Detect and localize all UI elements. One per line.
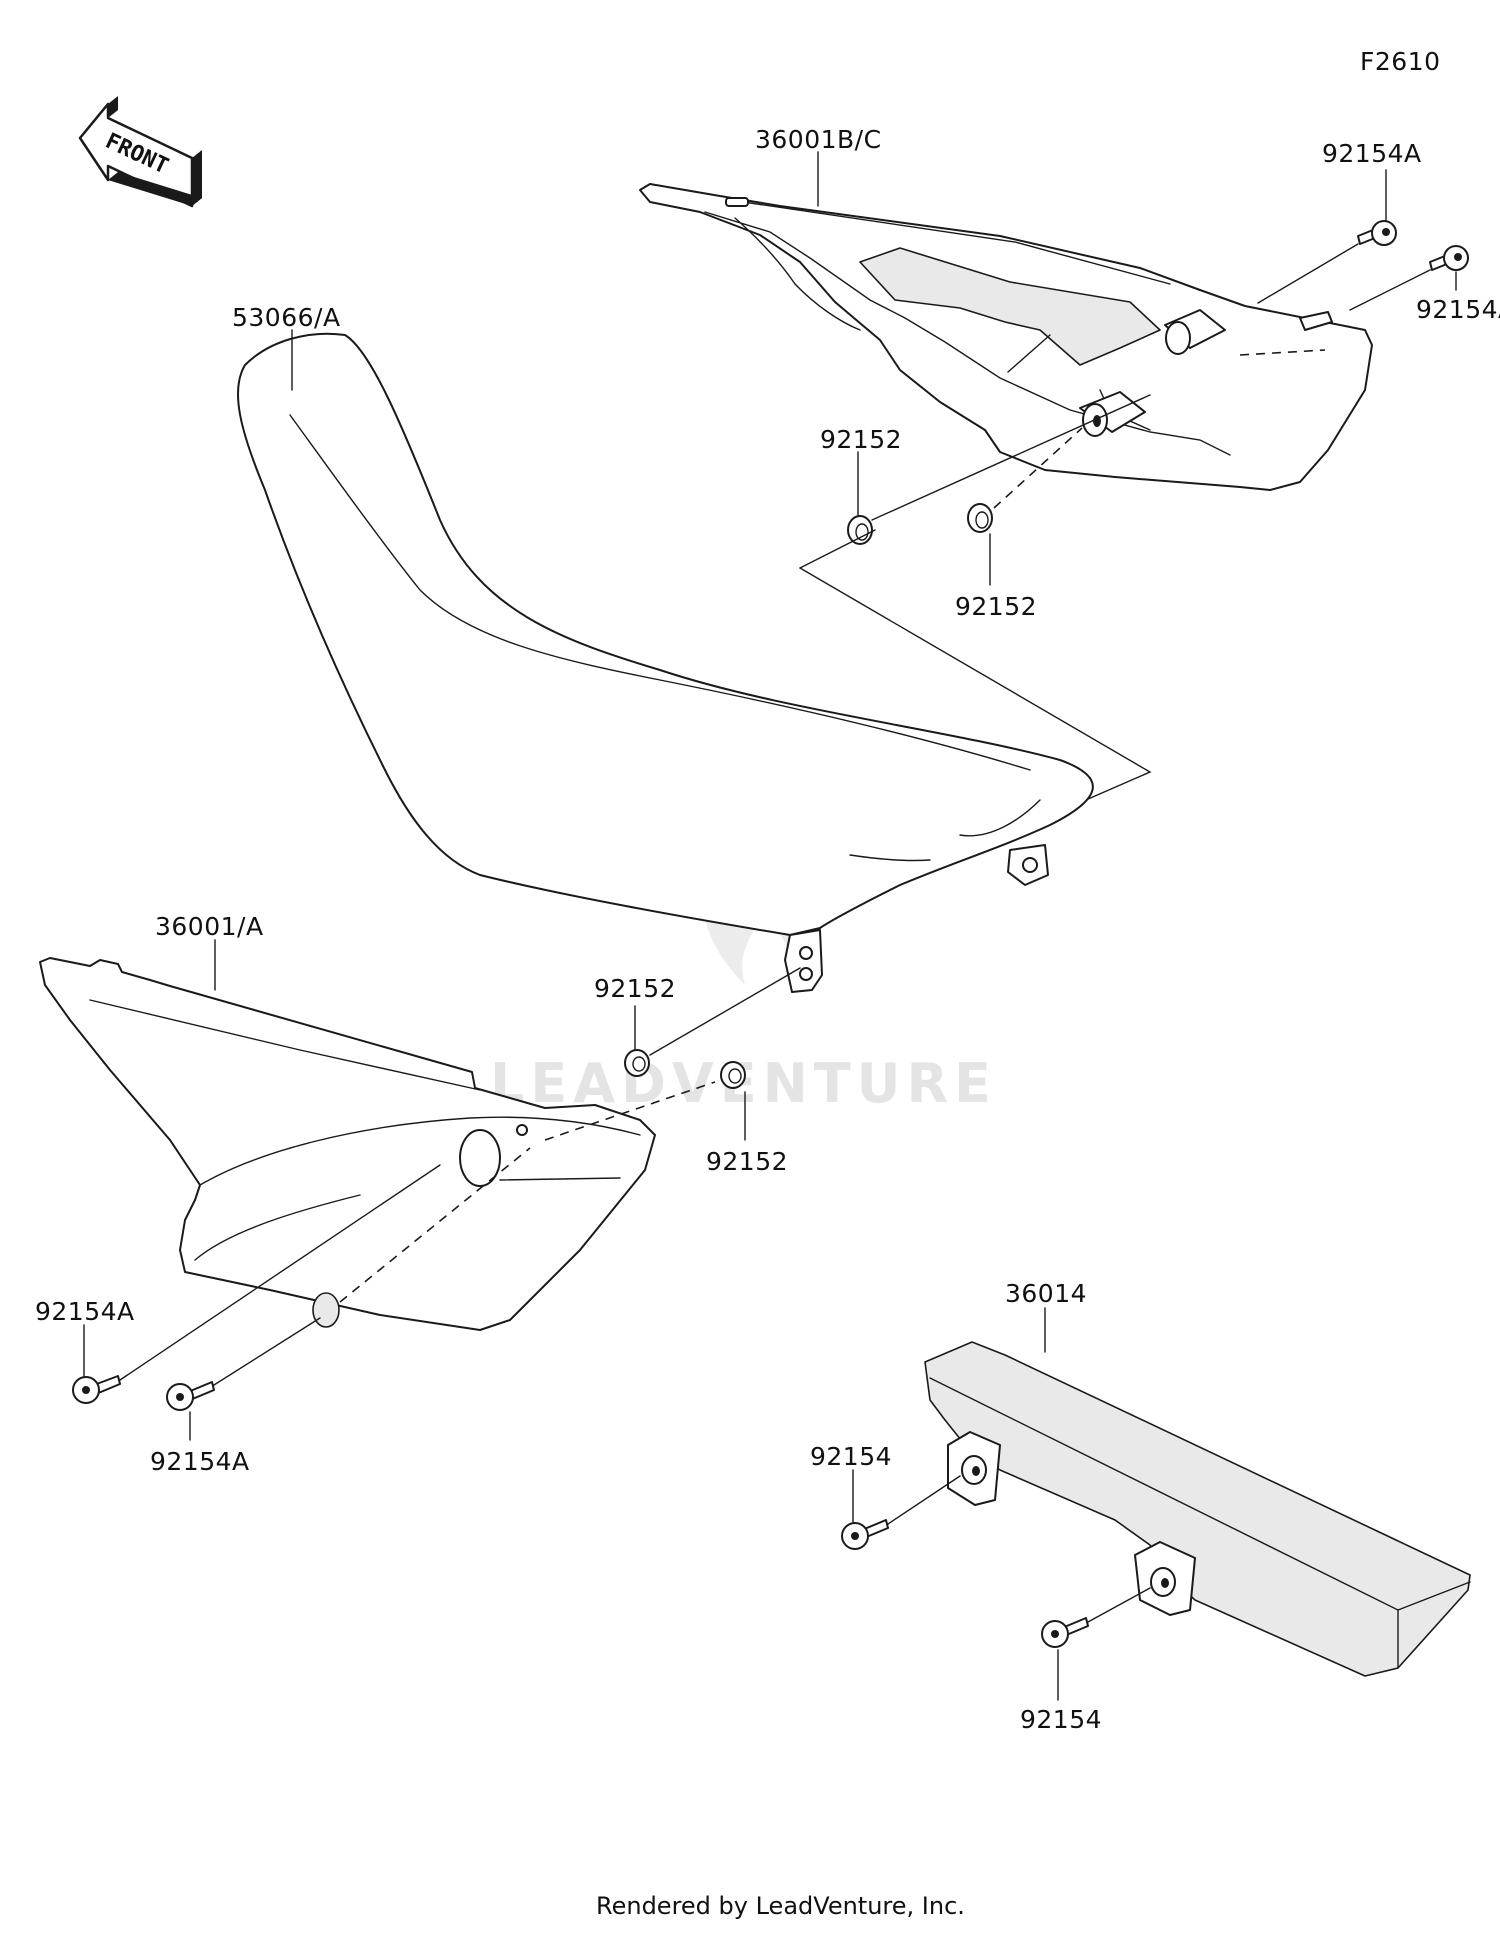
bolt-left-1-icon: [72, 1375, 121, 1404]
bolt-chain-1-icon: [841, 1519, 889, 1550]
bolt-top-1-icon: [1357, 169, 1397, 246]
callout-92154a-top-2: 92154A: [1416, 295, 1500, 324]
callout-92154a-top-1: 92154A: [1322, 139, 1422, 168]
callout-92154a-left-1: 92154A: [35, 1297, 135, 1326]
figure-code: F2610: [1360, 47, 1441, 76]
callout-92152-mid-1: 92152: [594, 974, 676, 1003]
callout-92152-mid-2: 92152: [706, 1147, 788, 1176]
footer-credit: Rendered by LeadVenture, Inc.: [596, 1892, 965, 1920]
bolt-left-2-icon: [166, 1381, 215, 1411]
callout-36001bc: 36001B/C: [755, 125, 882, 154]
seat-side-cover-top: [639, 183, 1373, 491]
grommet-top-2-icon: [967, 503, 993, 533]
bolt-chain-2-icon: [1041, 1617, 1089, 1648]
callout-53066a: 53066/A: [232, 303, 341, 332]
front-arrow-icon: FRONT: [78, 96, 202, 208]
grommet-top-1-icon: [847, 515, 873, 545]
side-cover-left: [39, 957, 656, 1331]
callout-92154-chain-2: 92154: [1020, 1705, 1102, 1734]
cover-boss-upper: [1164, 309, 1226, 355]
bolt-top-2-icon: [1429, 245, 1469, 291]
callout-36001a: 36001/A: [155, 912, 264, 941]
grommet-mid-2-icon: [720, 1061, 746, 1089]
grommet-mid-1-icon: [624, 1049, 650, 1077]
seat: [236, 332, 1094, 993]
callout-92152-top-1: 92152: [820, 425, 902, 454]
watermark-text: LEADVENTURE: [490, 1052, 997, 1115]
chain-cover: [924, 1341, 1471, 1677]
callout-92152-top-2: 92152: [955, 592, 1037, 621]
callout-92154a-left-2: 92154A: [150, 1447, 250, 1476]
callout-36014: 36014: [1005, 1279, 1087, 1308]
callout-92154-chain-1: 92154: [810, 1442, 892, 1471]
